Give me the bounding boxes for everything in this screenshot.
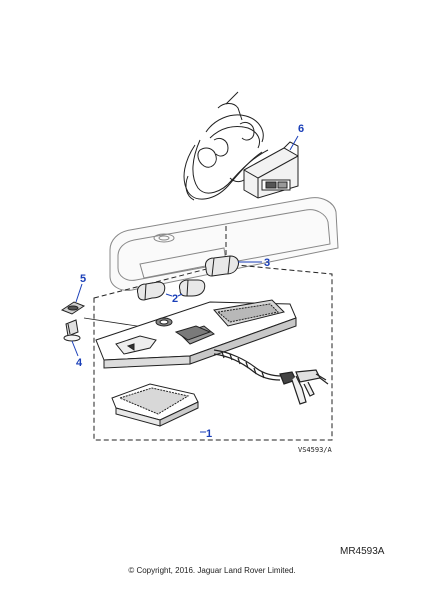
console-assembly-part-1 xyxy=(95,299,297,369)
leader-line-5 xyxy=(75,283,83,303)
callout-2: 2 xyxy=(172,293,178,305)
headlining-panel xyxy=(109,197,339,291)
copyright-notice: © Copyright, 2016. Jaguar Land Rover Lim… xyxy=(128,566,296,575)
bulb-part-3 xyxy=(205,255,239,277)
bulb-part-2 xyxy=(137,279,206,301)
lamp-lens xyxy=(111,383,199,427)
reference-code: VS4593/A xyxy=(298,446,333,454)
drawing-code: MR4593A xyxy=(340,546,385,557)
callout-4: 4 xyxy=(76,357,83,369)
leader-line-2b xyxy=(177,293,183,297)
screw-part-4 xyxy=(63,319,81,342)
clip-part-5 xyxy=(60,301,86,315)
leader-line-4 xyxy=(71,340,79,357)
leader-line-2a xyxy=(165,293,173,297)
callout-5: 5 xyxy=(80,273,86,285)
wiring-harness-part-6 xyxy=(183,91,269,201)
console-wiring-loom xyxy=(213,349,329,405)
leader-line-6 xyxy=(289,135,299,151)
callout-3: 3 xyxy=(264,257,270,269)
switch-module-part-6 xyxy=(243,141,299,199)
callout-6: 6 xyxy=(298,123,304,135)
callout-1: 1 xyxy=(206,428,212,440)
